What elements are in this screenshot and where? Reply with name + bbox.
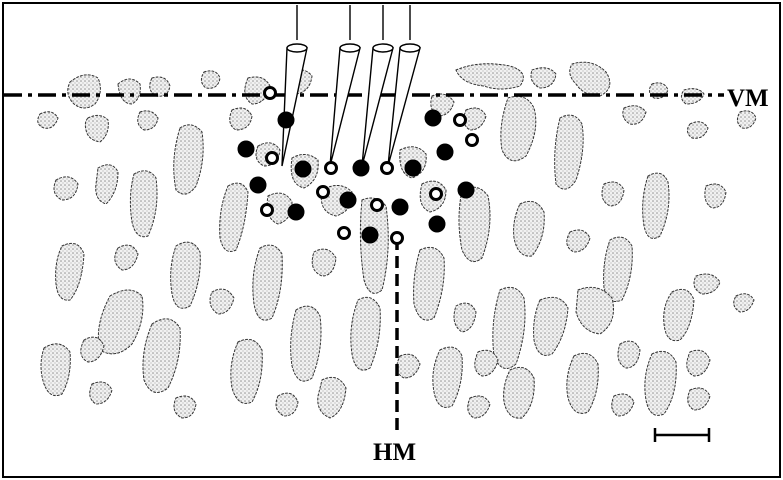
filled-circle-icon <box>353 160 369 176</box>
open-circle-icon <box>265 88 276 99</box>
filled-circle-icon <box>425 110 441 126</box>
open-circle-icon <box>431 189 442 200</box>
filled-circle-icon <box>429 216 445 232</box>
open-circle-icon <box>318 187 329 198</box>
patch <box>360 198 388 293</box>
open-circle-icon <box>372 200 383 211</box>
filled-circle-icon <box>238 141 254 157</box>
open-circle-icon <box>339 228 350 239</box>
open-circle-icon <box>326 163 337 174</box>
open-circle-icon <box>267 153 278 164</box>
filled-circle-icon <box>458 182 474 198</box>
open-circle-icon <box>467 135 478 146</box>
open-circle-icon <box>262 205 273 216</box>
filled-circle-icon <box>278 112 294 128</box>
filled-circle-icon <box>288 204 304 220</box>
open-circle-icon <box>392 233 403 244</box>
open-circle-icon <box>382 163 393 174</box>
filled-circle-icon <box>340 192 356 208</box>
hm-label: HM <box>373 440 416 465</box>
filled-circle-icon <box>392 199 408 215</box>
filled-circle-icon <box>405 160 421 176</box>
vm-label: VM <box>727 86 769 111</box>
filled-circle-icon <box>362 227 378 243</box>
filled-circle-icon <box>250 177 266 193</box>
filled-circle-icon <box>437 144 453 160</box>
open-circle-icon <box>455 115 466 126</box>
filled-circle-icon <box>295 161 311 177</box>
